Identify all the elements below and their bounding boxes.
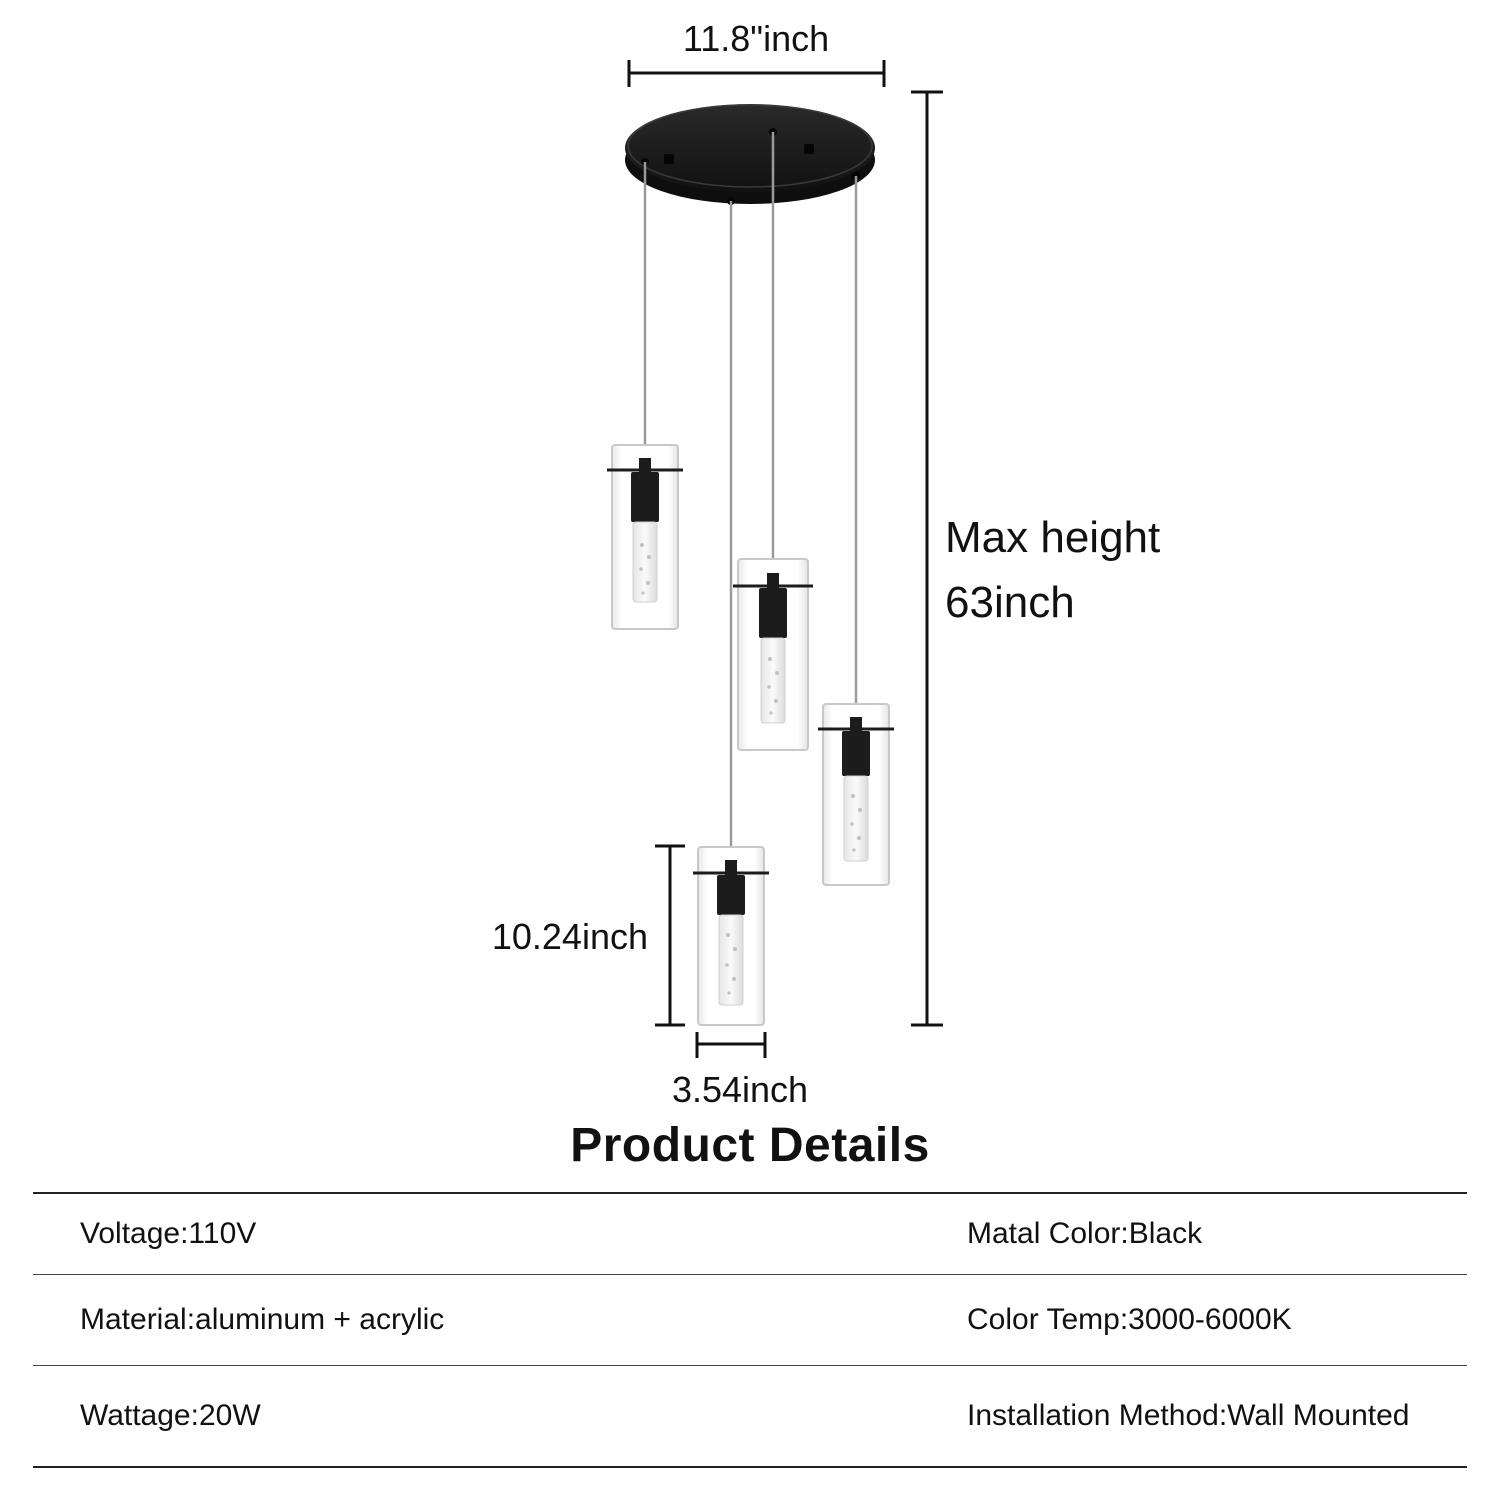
max-height-dimension: Max height 63inch	[911, 90, 1160, 1027]
pendant-shade-1	[607, 444, 683, 630]
shade-width-label: 3.54inch	[672, 1069, 808, 1110]
canopy-width-dimension: 11.8"inch	[627, 18, 886, 87]
max-height-label-line2: 63inch	[945, 578, 1075, 627]
spec-material: Material:aluminum + acrylic	[80, 1303, 445, 1336]
pendant-light-diagram: 11.8"inch	[492, 18, 1160, 1110]
shade-height-dimension: 10.24inch	[492, 844, 685, 1027]
pendant-shade-3	[818, 703, 894, 886]
max-height-label-line1: Max height	[945, 513, 1160, 562]
spec-color-temp: Color Temp:3000-6000K	[967, 1303, 1292, 1336]
canopy-width-label: 11.8"inch	[683, 18, 829, 59]
spec-installation-method: Installation Method:Wall Mounted	[967, 1399, 1410, 1432]
shade-width-dimension: 3.54inch	[672, 1032, 808, 1110]
spec-row: Wattage:20W Installation Method:Wall Mou…	[33, 1366, 1467, 1468]
product-details-table: Voltage:110V Matal Color:Black Material:…	[33, 1192, 1467, 1468]
suspension-wires	[643, 132, 858, 860]
spec-voltage: Voltage:110V	[80, 1217, 257, 1250]
spec-wattage: Wattage:20W	[80, 1399, 261, 1432]
product-details-title: Product Details	[570, 1119, 930, 1172]
spec-row: Material:aluminum + acrylic Color Temp:3…	[33, 1275, 1467, 1366]
shade-height-label: 10.24inch	[492, 916, 648, 957]
spec-row: Voltage:110V Matal Color:Black	[33, 1194, 1467, 1275]
spec-metal-color: Matal Color:Black	[967, 1217, 1203, 1250]
pendant-shade-4	[693, 846, 769, 1026]
ceiling-canopy	[625, 104, 875, 205]
pendant-shade-2	[733, 558, 813, 751]
